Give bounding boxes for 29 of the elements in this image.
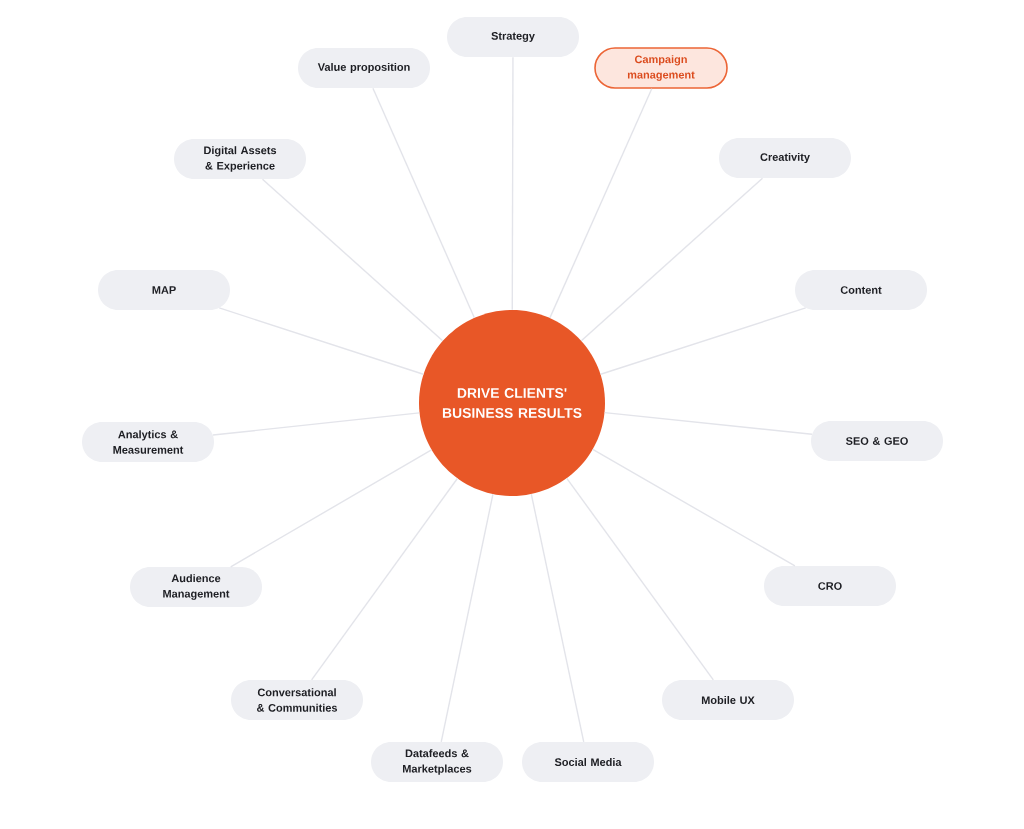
connector-line [372, 87, 476, 319]
topic-pill: Digital Assets & Experience [174, 139, 306, 179]
connector-line [566, 477, 715, 681]
connector-line [549, 88, 653, 319]
topic-pill: SEO & GEO [811, 421, 943, 461]
connector-line [580, 177, 764, 342]
connector-line [218, 307, 425, 375]
topic-pill: CRO [764, 566, 896, 606]
topic-pill: Audience Management [130, 567, 262, 607]
topic-pill: Analytics & Measurement [82, 422, 214, 462]
connector-line [530, 493, 585, 743]
connector-line [592, 448, 796, 567]
topic-pill: MAP [98, 270, 230, 310]
connector-line [212, 412, 421, 436]
topic-pill: Mobile UX [662, 680, 794, 720]
connector-line [261, 178, 444, 342]
topic-pill: Datafeeds & Marketplaces [371, 742, 503, 782]
topic-pill: Content [795, 270, 927, 310]
topic-pill: Campaign management [594, 47, 728, 89]
topic-pill: Creativity [719, 138, 851, 178]
connector-line [440, 493, 494, 743]
topic-pill: Conversational & Communities [231, 680, 363, 720]
connector-line [604, 411, 813, 435]
connector-line [230, 449, 433, 568]
topic-pill: Social Media [522, 742, 654, 782]
topic-pill: Strategy [447, 17, 579, 57]
connector-line [310, 477, 459, 681]
topic-pill: Value proposition [298, 48, 430, 88]
connector-line [599, 307, 807, 375]
